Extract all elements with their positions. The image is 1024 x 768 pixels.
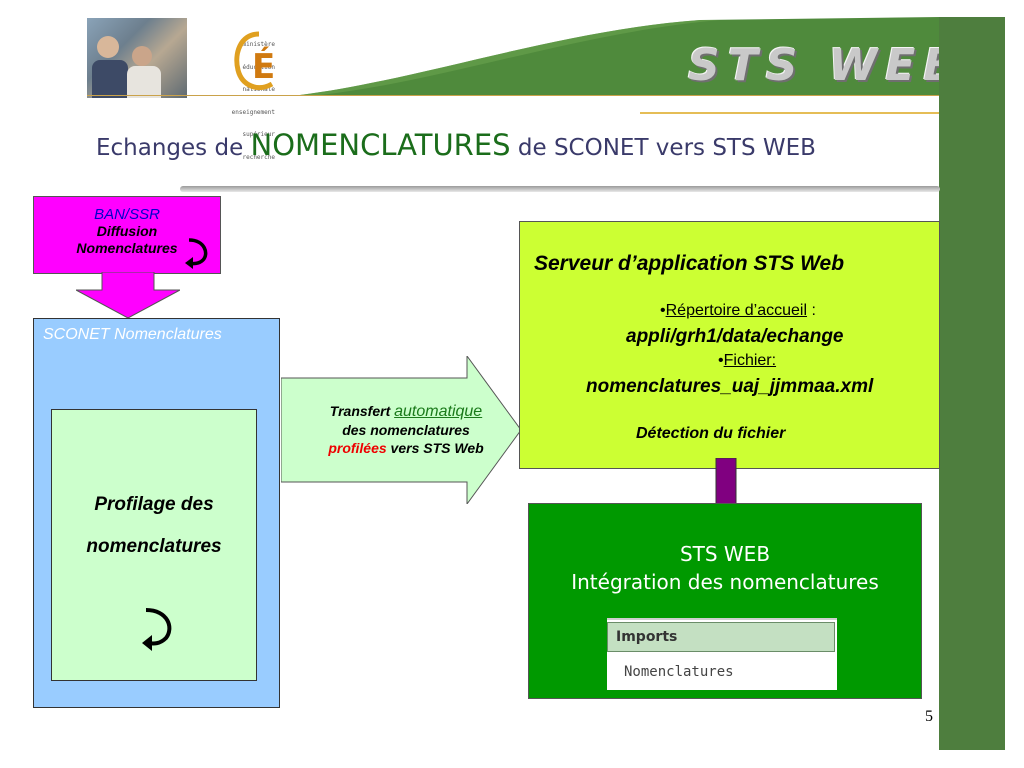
bullet: • xyxy=(660,302,666,319)
server-title: Serveur d’application STS Web xyxy=(534,252,845,275)
ban-title: BAN/SSR xyxy=(94,206,160,223)
file-detection: Détection du fichier xyxy=(636,425,786,442)
sconet-box: SCONET Nomenclatures Profilage des nomen… xyxy=(33,318,280,708)
transfer-profiled: profilées xyxy=(328,440,387,456)
profiling-box: Profilage des nomenclatures xyxy=(51,409,257,681)
ban-line2: Nomenclatures xyxy=(76,240,178,256)
directory-label-text: Répertoire d’accueil xyxy=(665,302,808,319)
sconet-title: SCONET Nomenclatures xyxy=(43,326,222,343)
transfer-label: Transfert automatique des nomenclatures … xyxy=(292,402,520,457)
down-arrow-icon xyxy=(76,272,180,318)
sts-web-brand: STS WEB xyxy=(688,40,965,91)
ministry-line: ministère xyxy=(242,41,275,48)
profile-line2: nomenclatures xyxy=(86,536,222,557)
transfer-word1: Transfert xyxy=(329,403,395,419)
page-title: Echanges de NOMENCLATURES de SCONET vers… xyxy=(96,128,926,162)
header-banner xyxy=(300,17,940,95)
title-part1: Echanges de xyxy=(96,135,251,161)
ministry-line: supérieur xyxy=(242,131,275,138)
title-part2: de SCONET vers STS WEB xyxy=(510,135,816,161)
directory-value: appli/grh1/data/echange xyxy=(626,326,844,347)
sts-web-box: STS WEB Intégration des nomenclatures Im… xyxy=(528,503,922,699)
transfer-automatic: automatique xyxy=(394,403,483,420)
imports-panel: Imports Nomenclatures xyxy=(607,618,837,690)
ministry-line: recherche xyxy=(242,153,275,161)
transfer-line3: vers STS Web xyxy=(386,440,484,456)
right-side-bar xyxy=(939,17,1005,750)
transfer-line2: des nomenclatures xyxy=(342,422,470,438)
header-accent-line xyxy=(640,112,940,114)
ban-ssr-box: BAN/SSR Diffusion Nomenclatures xyxy=(33,196,221,274)
ban-line1: Diffusion xyxy=(96,223,158,239)
sts-title: STS WEB xyxy=(679,542,771,566)
directory-label: •Répertoire d’accueil : xyxy=(660,302,816,320)
bullet: • xyxy=(718,352,724,369)
ministry-line: enseignement xyxy=(231,108,275,116)
profile-line1: Profilage des xyxy=(94,494,214,515)
header-divider xyxy=(87,95,939,96)
curved-return-arrow-icon xyxy=(142,608,172,651)
application-server-box: Serveur d’application STS Web •Répertoir… xyxy=(519,221,940,469)
page-number: 5 xyxy=(925,708,933,725)
colon: : xyxy=(807,302,816,319)
students-photo xyxy=(87,18,187,98)
file-value: nomenclatures_uaj_jjmmaa.xml xyxy=(586,376,874,397)
title-underline-shadow xyxy=(180,186,940,192)
file-label: •Fichier: xyxy=(718,352,776,370)
imports-header[interactable]: Imports xyxy=(607,622,835,652)
ministry-logo-icon: É xyxy=(234,31,275,90)
ministry-line: éducation xyxy=(242,63,275,71)
sts-subtitle: Intégration des nomenclatures xyxy=(571,570,879,594)
curved-return-arrow-icon xyxy=(185,238,208,269)
title-highlight: NOMENCLATURES xyxy=(250,128,511,162)
right-arrow-icon xyxy=(281,356,521,504)
logo-letter: É xyxy=(252,46,275,87)
file-label-text: Fichier: xyxy=(723,352,777,369)
imports-menu-item[interactable]: Nomenclatures xyxy=(624,664,734,680)
